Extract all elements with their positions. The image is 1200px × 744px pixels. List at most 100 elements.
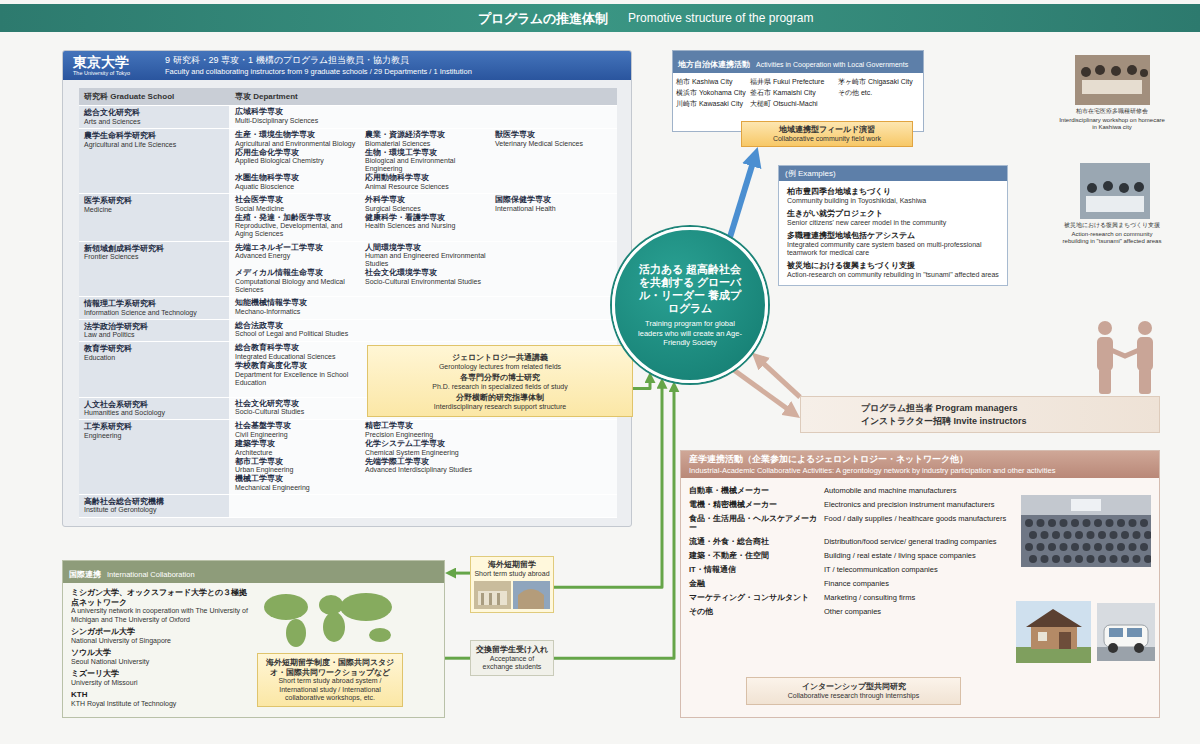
audience-photo xyxy=(1133,531,1141,539)
department-cell: 機械工学専攻Mechanical Engineering xyxy=(235,475,361,492)
school-name-en: Medicine xyxy=(84,206,224,214)
example-title: 多職種連携型地域包括ケアシステム xyxy=(787,231,999,241)
connector-arrow xyxy=(445,657,470,660)
panel-subtitle-en: Faculty and collaborating instructors fr… xyxy=(165,67,621,76)
company-type-en: Automobile and machine manufacturers xyxy=(824,486,1014,495)
department-name: 外科学専攻 xyxy=(365,196,491,205)
region-panel: 地方自治体連携活動Activities in Cooperation with … xyxy=(672,50,924,132)
audience-photo xyxy=(1029,555,1037,563)
department-cell: 生産・環境生物学専攻Agricultural and Environmental… xyxy=(235,131,361,148)
department-grid xyxy=(229,495,615,517)
university-name: 東京大学 xyxy=(73,55,165,70)
department-name: 総合教育科学専攻 xyxy=(235,344,361,353)
department-name-en: Social Medicine xyxy=(235,205,361,213)
department-cell: 応用生命化学専攻Applied Biological Chemistry xyxy=(235,149,361,174)
callout-title: 分野横断的研究指導体制 xyxy=(376,393,624,403)
department-name-en: Surgical Sciences xyxy=(365,205,491,213)
audience-photo xyxy=(1129,543,1137,551)
column-heading: 専攻 Department xyxy=(235,91,611,102)
school-name-en: Agricultural and Life Sciences xyxy=(84,141,224,149)
school-cell: 工学系研究科Engineering xyxy=(79,420,229,494)
audience-photo xyxy=(1110,555,1118,563)
panel-header: (例 Examples) xyxy=(779,166,1007,181)
panel-header: 国際連携International Collaboration xyxy=(63,561,444,583)
department-name-en: Human and Engineered Environmental Studi… xyxy=(365,252,491,268)
callout-text: Ph.D. research in specialized fields of … xyxy=(376,383,624,391)
audience-photo xyxy=(1094,543,1102,551)
school-name: 新領域創成科学研究科 xyxy=(84,244,224,254)
department-name: 健康科学・看護学専攻 xyxy=(365,214,491,223)
vehicle-photo xyxy=(1097,603,1155,661)
rebuilding-photo xyxy=(1103,181,1113,191)
school-name-en: Frontier Sciences xyxy=(84,253,224,261)
info-box: インターンシップ型共同研究Collaborative research thro… xyxy=(746,677,961,705)
department-name-en: Health Sciences and Nursing xyxy=(365,222,491,230)
photo-caption: Interdisciplinary workshop on homecare i… xyxy=(1058,117,1166,131)
box-title: 海外短期留学制度・国際共同スタジオ・国際共同ワークショップなど xyxy=(262,658,398,677)
panel-header: 地方自治体連携活動Activities in Cooperation with … xyxy=(673,51,923,73)
school-cell: 農学生命科学研究科Agricultural and Life Sciences xyxy=(79,129,229,193)
example-box: (例 Examples)柏市豊四季台地域まちづくりCommunity build… xyxy=(778,165,1008,286)
audience-photo xyxy=(1087,555,1095,563)
department-name: 精密工学専攻 xyxy=(365,422,491,431)
workshop-photo xyxy=(1075,55,1150,105)
company-type-en: Other companies xyxy=(824,607,1014,616)
school-name: 教育学研究科 xyxy=(84,344,224,354)
workshop-photo xyxy=(1081,67,1091,77)
connector-arrow xyxy=(733,370,790,411)
department-name: 応用生命化学専攻 xyxy=(235,149,361,158)
vehicle-photo xyxy=(1108,643,1118,653)
partner-name-en: University of Missouri xyxy=(71,679,251,687)
audience-photo xyxy=(1106,543,1114,551)
panel-header: 東京大学The University of Tokyo9 研究科・29 専攻・1… xyxy=(63,51,631,80)
school-cell: 新領域創成科学研究科Frontier Sciences xyxy=(79,242,229,296)
audience-photo xyxy=(1075,555,1083,563)
handshake-figures xyxy=(1098,321,1112,335)
school-cell: 人文社会系研究科Humanities and Sociology xyxy=(79,398,229,420)
connector-arrow xyxy=(633,380,650,389)
partner-name-en: KTH Royal Institute of Technology xyxy=(71,700,251,708)
school-name: 工学系研究科 xyxy=(84,422,224,432)
rebuilding-photo xyxy=(1086,196,1144,212)
company-type: 食品・生活用品・ヘルスケアメーカー xyxy=(689,514,824,532)
callout-title: 各専門分野の博士研究 xyxy=(376,373,624,383)
company-type-en: Distribution/food service/ general tradi… xyxy=(824,537,1014,546)
department-name: 生産・環境生物学専攻 xyxy=(235,131,361,140)
school-cell: 情報理工学系研究科Information Science and Technol… xyxy=(79,297,229,319)
school-name-en: Engineering xyxy=(84,432,224,440)
program-circle: 活力ある 超高齢社会を共創する グローバル・リーダー 養成プログラムTraini… xyxy=(612,227,768,383)
school-name: 総合文化研究科 xyxy=(84,108,224,118)
callout-text: Gerontology lectures from related fields xyxy=(376,363,624,371)
department-name-en: Agricultural and Environmental Biology xyxy=(235,140,361,148)
panel-title: 地方自治体連携活動 xyxy=(678,59,750,70)
world-map xyxy=(286,619,306,647)
panel-title: 国際連携 xyxy=(69,569,101,580)
school-name: 高齢社会総合研究機構 xyxy=(84,497,224,507)
school-name-en: Law and Politics xyxy=(84,331,224,339)
school-name: 人文社会系研究科 xyxy=(84,400,224,410)
department-name-en: International Health xyxy=(495,205,615,213)
box-subtitle: Collaborative community field work xyxy=(746,135,908,143)
school-row: 総合文化研究科Arts and Sciences広域科学専攻Multi-Disc… xyxy=(79,106,617,129)
program-title-en: Training program for global leaders who … xyxy=(634,319,746,347)
department-cell: 水圏生物科学専攻Aquatic Bioscience xyxy=(235,174,361,191)
partner-name-en: A university network in cooperation with… xyxy=(71,607,251,624)
city-name: 釜石市 Kamaishi City xyxy=(750,88,836,97)
example-title: 柏市豊四季台地域まちづくり xyxy=(787,187,999,197)
department-name: 生殖・発達・加齢医学専攻 xyxy=(235,214,361,223)
city-name: その他 etc. xyxy=(838,88,918,97)
audience-photo xyxy=(1129,519,1137,527)
city-name: 大槌町 Otsuchi-Machi xyxy=(750,99,836,108)
department-name: 農業・資源経済学専攻 xyxy=(365,131,491,140)
panel-header: 産学連携活動（企業参加によるジェロントロジー・ネットワーク他）Industria… xyxy=(681,451,1159,478)
department-name-en: Chemical System Engineering xyxy=(365,449,491,457)
department-name-en: Computational Biology and Medical Scienc… xyxy=(235,278,361,294)
audience-photo xyxy=(1083,543,1091,551)
city-name: 柏市 Kashiwa City xyxy=(676,77,748,86)
company-type-en: Electronics and precision instrument man… xyxy=(824,500,1014,509)
partner-name: ソウル大学 xyxy=(71,648,251,658)
panel-title: (例 Examples) xyxy=(785,168,1001,179)
audience-photo xyxy=(1083,519,1091,527)
school-row: 農学生命科学研究科Agricultural and Life Sciences 生… xyxy=(79,129,617,194)
